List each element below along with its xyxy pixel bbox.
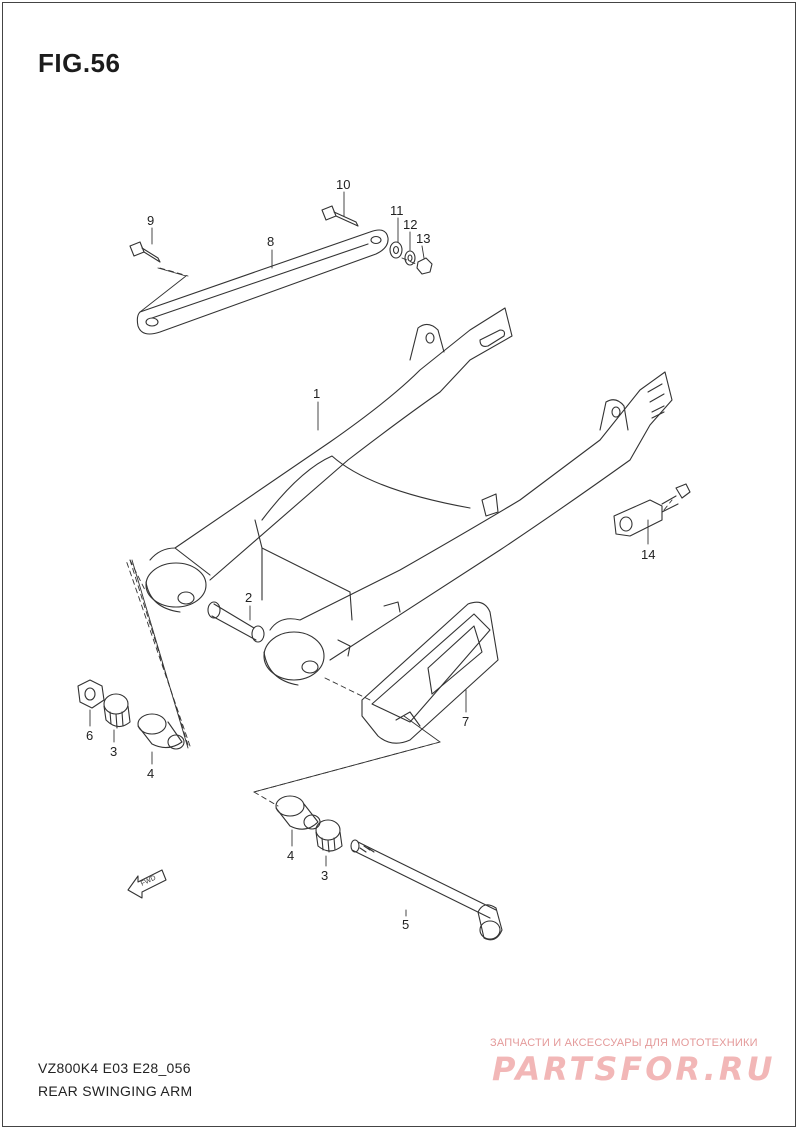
callout-labels: 1 2 3 3 4 4 5 6 7 8 9 10 11 12 13 14: [86, 177, 655, 932]
callout-3-left: 3: [110, 744, 117, 759]
fwd-arrow-icon: FWD: [127, 869, 167, 899]
part-12-washer[interactable]: [404, 250, 416, 266]
part-8-torque-link[interactable]: [136, 229, 389, 335]
part-9-bolt[interactable]: [129, 241, 161, 263]
part-2-collar[interactable]: [207, 601, 265, 643]
watermark-logo: PARTSFOR.RU: [492, 1050, 776, 1088]
part-13-nut[interactable]: [416, 257, 433, 275]
assembly-guide-lines: [125, 257, 673, 807]
callout-14: 14: [641, 547, 655, 562]
callout-leader-lines: [89, 191, 649, 917]
callout-12: 12: [403, 217, 417, 232]
part-6-nut[interactable]: [77, 679, 105, 709]
part-3-bearing-lower[interactable]: [315, 819, 343, 853]
part-7-chain-guard[interactable]: [361, 601, 499, 744]
callout-11: 11: [390, 203, 404, 218]
part-5-pivot-shaft[interactable]: [350, 839, 503, 941]
callout-10: 10: [336, 177, 350, 192]
callout-4-left: 4: [147, 766, 154, 781]
part-1-swinging-arm[interactable]: [145, 307, 673, 686]
callout-13: 13: [416, 231, 430, 246]
assembly-solid-lines: [131, 267, 441, 793]
part-3-bearing-left[interactable]: [103, 693, 131, 729]
callout-9: 9: [147, 213, 154, 228]
callout-2: 2: [245, 590, 252, 605]
callout-4-lower: 4: [287, 848, 294, 863]
callout-7: 7: [462, 714, 469, 729]
callout-6: 6: [86, 728, 93, 743]
part-11-washer[interactable]: [389, 241, 403, 259]
callout-8: 8: [267, 234, 274, 249]
figure-title: FIG.56: [38, 48, 121, 78]
figure-model-code: VZ800K4 E03 E28_056: [38, 1060, 191, 1076]
part-14-chain-adjuster[interactable]: [613, 483, 691, 537]
callout-5: 5: [402, 917, 409, 932]
watermark-tagline: ЗАПЧАСТИ И АКСЕССУАРЫ ДЛЯ МОТОТЕХНИКИ: [490, 1037, 758, 1049]
callout-1: 1: [313, 386, 320, 401]
figure-name: REAR SWINGING ARM: [38, 1083, 193, 1099]
part-4-spacer-lower[interactable]: [275, 795, 321, 830]
part-10-bolt[interactable]: [321, 205, 359, 227]
part-4-spacer-left[interactable]: [137, 713, 185, 750]
callout-3-lower: 3: [321, 868, 328, 883]
